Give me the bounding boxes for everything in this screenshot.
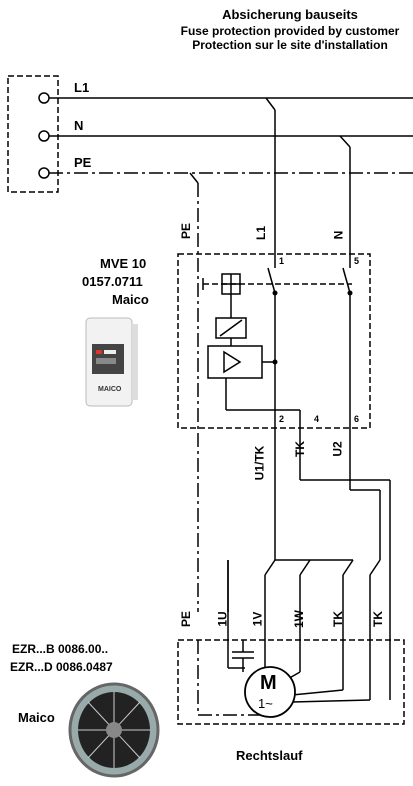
terminal-n-circle — [38, 130, 50, 142]
motor-model-2: EZR...D 0086.0487 — [10, 660, 113, 674]
controller-input-pe: PE — [179, 222, 194, 240]
terminal-4: 4 — [314, 414, 320, 424]
output-tk: TK — [293, 441, 307, 457]
terminal-5: 5 — [354, 256, 360, 266]
motor-symbol-circle — [244, 666, 296, 718]
terminal-l1-circle — [38, 92, 50, 104]
label-pe: PE — [74, 155, 92, 170]
controller-device-image: MAICO — [82, 316, 140, 410]
terminal-2: 2 — [279, 414, 285, 424]
label-l1: L1 — [74, 80, 90, 95]
header-line-3: Protection sur le site d'installation — [192, 38, 388, 52]
motor-symbol-phase: 1~ — [258, 696, 273, 711]
motor-terminal-tk1: TK — [331, 611, 345, 627]
output-u2: U2 — [330, 441, 345, 457]
controller-input-n: N — [331, 230, 346, 240]
supply-terminal-box — [7, 75, 59, 193]
motor-terminal-1w: 1W — [292, 610, 306, 628]
amplifier-block — [207, 345, 263, 379]
controller-device-label: MAICO — [98, 386, 122, 393]
controller-box — [177, 253, 371, 429]
controller-brand: Maico — [112, 292, 149, 307]
header-line-1: Absicherung bauseits — [222, 7, 358, 22]
motor-terminal-1u: 1U — [215, 611, 230, 627]
controller-code: 0157.0711 — [82, 274, 143, 289]
output-u1tk: U1/TK — [252, 445, 267, 481]
motor-brand: Maico — [18, 710, 55, 725]
motor-terminal-pe: PE — [179, 610, 194, 628]
rotation-label: Rechtslauf — [236, 748, 303, 763]
terminal-6: 6 — [354, 414, 360, 424]
controller-model: MVE 10 — [100, 256, 147, 271]
switch-n — [342, 267, 351, 294]
motor-terminal-box — [177, 639, 405, 725]
controller-input-l1: L1 — [254, 225, 269, 241]
motor-terminal-1v: 1V — [250, 611, 265, 627]
fan-device-image — [64, 678, 164, 782]
motor-model-1: EZR...B 0086.00.. — [12, 642, 109, 656]
terminal-pe-circle — [38, 167, 50, 179]
label-n: N — [74, 118, 84, 133]
terminal-1: 1 — [279, 256, 285, 266]
header-line-2: Fuse protection provided by customer — [180, 24, 400, 38]
switch-l1 — [267, 267, 276, 294]
motor-symbol-m: M — [260, 672, 277, 694]
motor-terminal-tk2: TK — [371, 611, 385, 627]
